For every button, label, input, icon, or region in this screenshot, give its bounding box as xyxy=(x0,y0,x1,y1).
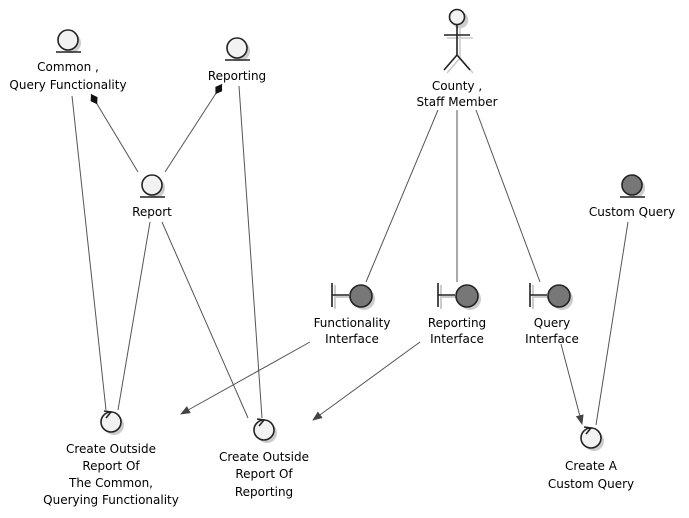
control-create-custom-label-2: Custom Query xyxy=(548,477,634,491)
boundary-functionality-interface: Functionality Interface xyxy=(314,283,391,346)
edge-report-createcommon xyxy=(117,221,151,411)
edge-funcinterface-createcommon xyxy=(180,341,311,415)
actor-county-label-2: Staff Member xyxy=(416,95,497,109)
entity-common-label-1: Common , xyxy=(37,60,99,74)
edge-report-common xyxy=(90,93,139,173)
boundary-functionality-label-1: Functionality xyxy=(314,316,391,330)
control-create-common: Create Outside Report Of The Common, Que… xyxy=(43,410,179,507)
entity-custom-query: Custom Query xyxy=(589,174,675,219)
entity-custom-query-label: Custom Query xyxy=(589,205,675,219)
control-create-reporting: Create Outside Report Of Reporting xyxy=(219,418,309,499)
edge-county-queryinterface xyxy=(475,109,541,283)
control-create-common-label-2: Report Of xyxy=(82,459,140,473)
control-create-reporting-label-1: Create Outside xyxy=(219,450,309,464)
boundary-query-interface: Query Interface xyxy=(525,283,579,346)
edge-report-createreporting xyxy=(161,221,249,419)
control-create-common-label-1: Create Outside xyxy=(66,442,156,456)
edge-county-funcinterface xyxy=(365,109,439,283)
control-create-reporting-label-3: Reporting xyxy=(235,485,293,499)
boundary-query-label-1: Query xyxy=(534,316,570,330)
actor-county: County , Staff Member xyxy=(416,8,498,109)
edge-repinterface-createreporting xyxy=(312,341,421,421)
entity-reporting: Reporting xyxy=(208,37,266,83)
boundary-query-label-2: Interface xyxy=(525,332,579,346)
boundary-reporting-interface: Reporting Interface xyxy=(428,283,486,346)
edge-common-createcommon xyxy=(71,95,107,411)
actor-county-label-1: County , xyxy=(432,79,482,93)
connectors xyxy=(71,83,629,426)
edge-queryinterface-createcustom xyxy=(560,343,584,425)
edge-customquery-createcustom xyxy=(595,221,629,426)
entity-report-label: Report xyxy=(132,205,172,219)
edge-reporting-createreporting xyxy=(238,85,263,419)
entity-common-label-2: Query Functionality xyxy=(9,78,126,92)
control-create-custom: Create A Custom Query xyxy=(548,426,634,491)
control-create-common-label-3: The Common, xyxy=(68,476,153,490)
entity-common: Common , Query Functionality xyxy=(9,29,127,92)
edge-report-reporting xyxy=(164,83,223,173)
control-create-custom-label-1: Create A xyxy=(565,459,618,473)
boundary-functionality-label-2: Interface xyxy=(325,332,379,346)
control-create-common-label-4: Querying Functionality xyxy=(43,493,179,507)
control-create-reporting-label-2: Report Of xyxy=(235,467,293,481)
entity-reporting-label: Reporting xyxy=(208,69,266,83)
entity-report: Report xyxy=(132,174,172,219)
boundary-reporting-label-1: Reporting xyxy=(428,316,486,330)
boundary-reporting-label-2: Interface xyxy=(430,332,484,346)
